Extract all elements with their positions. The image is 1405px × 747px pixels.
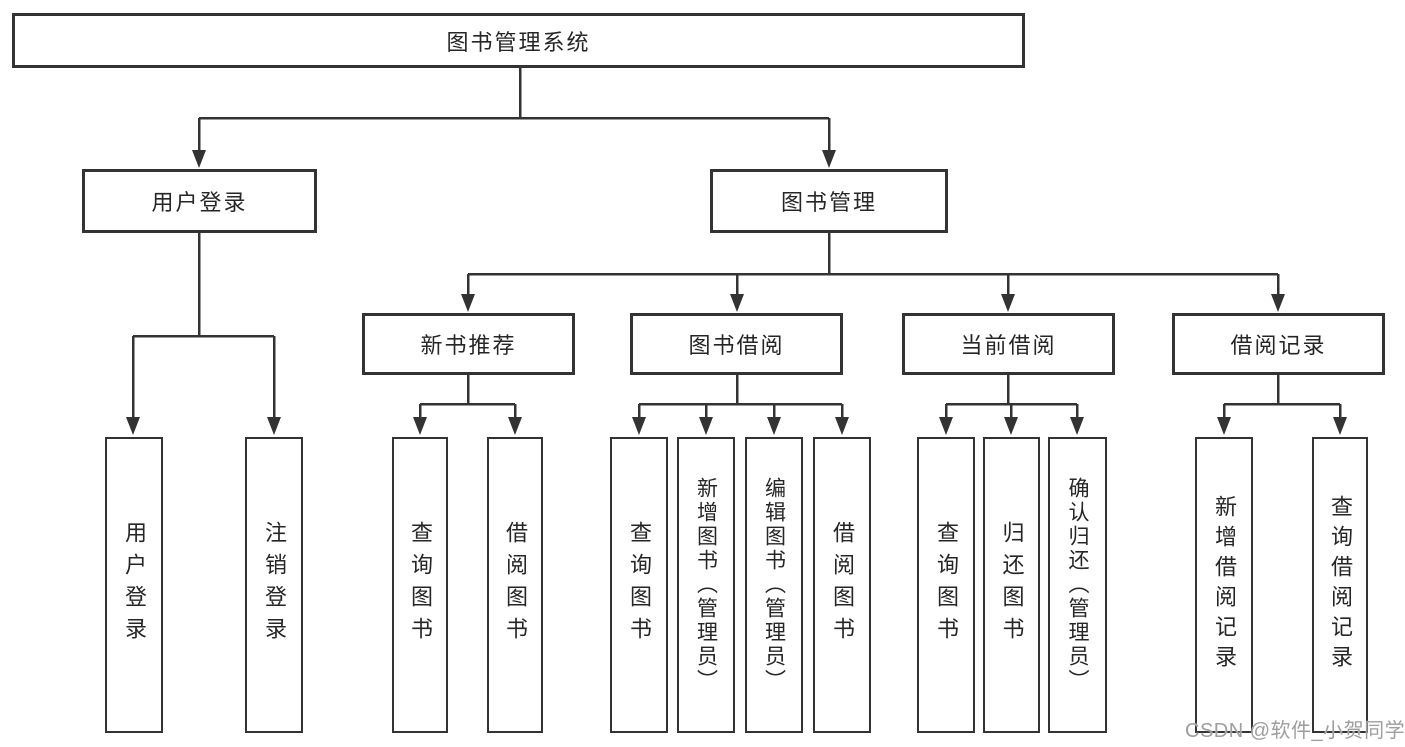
node-label: 新增图书（管理员）: [694, 477, 718, 693]
node-label: 查询图书: [408, 521, 433, 649]
leaf-user-login: 用户登录: [105, 437, 163, 733]
node-label: 图书管理: [780, 190, 877, 215]
leaf-query-books-borrow: 查询图书: [610, 437, 668, 733]
leaf-borrow-books-recommend: 借阅图书: [487, 437, 543, 733]
node-label: 借阅图书: [830, 521, 855, 649]
leaf-query-borrow-record: 查询借阅记录: [1312, 437, 1368, 733]
node-label: 注销登录: [262, 521, 287, 649]
node-user-login: 用户登录: [82, 169, 317, 233]
node-borrowing-records: 借阅记录: [1172, 313, 1385, 375]
node-label: 图书管理系统: [446, 29, 591, 55]
leaf-add-borrow-record: 新增借阅记录: [1195, 437, 1253, 733]
leaf-confirm-return-admin: 确认归还（管理员）: [1048, 437, 1107, 733]
watermark: CSDN @软件_小贺同学: [1185, 720, 1405, 742]
leaf-query-books-recommend: 查询图书: [392, 437, 448, 733]
node-label: 借阅图书: [503, 521, 528, 649]
leaf-query-books-current: 查询图书: [917, 437, 975, 733]
node-label: 图书借阅: [688, 333, 785, 358]
node-label: 确认归还（管理员）: [1066, 477, 1089, 693]
node-label: 编辑图书（管理员）: [762, 477, 786, 693]
node-label: 查询借阅记录: [1328, 495, 1353, 675]
node-label: 查询图书: [934, 521, 959, 649]
node-label: 归还图书: [999, 521, 1025, 649]
node-new-book-recommend: 新书推荐: [362, 313, 575, 375]
node-label: 用户登录: [122, 521, 147, 649]
node-book-management: 图书管理: [710, 169, 948, 233]
leaf-edit-books-admin: 编辑图书（管理员）: [745, 437, 803, 733]
leaf-borrow-books: 借阅图书: [813, 437, 871, 733]
leaf-logout: 注销登录: [245, 437, 303, 733]
node-root-library-system: 图书管理系统: [12, 13, 1025, 68]
node-label: 查询图书: [627, 521, 652, 649]
node-label: 用户登录: [151, 190, 248, 215]
leaf-add-books-admin: 新增图书（管理员）: [677, 437, 735, 733]
leaf-return-books: 归还图书: [983, 437, 1040, 733]
node-label: 新增借阅记录: [1212, 495, 1237, 675]
arrowhead-icons: [126, 150, 1347, 435]
node-label: 当前借阅: [960, 333, 1057, 358]
node-current-borrowing: 当前借阅: [902, 313, 1115, 375]
node-label: 借阅记录: [1230, 333, 1327, 358]
node-book-borrowing: 图书借阅: [630, 313, 843, 375]
node-label: 新书推荐: [420, 333, 517, 358]
